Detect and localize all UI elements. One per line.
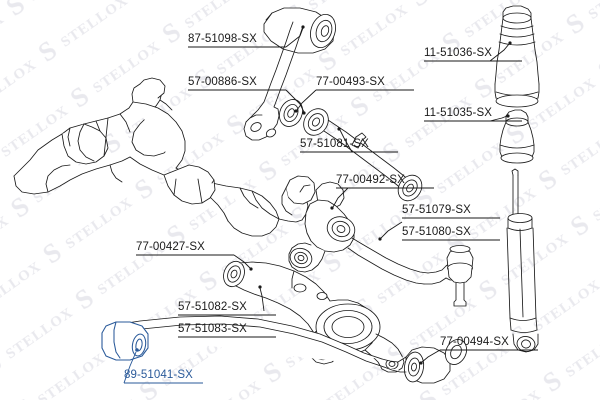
part-77-00493-SX	[278, 99, 304, 127]
part-label-11-51036-SX[interactable]: 11-51036-SX	[424, 47, 493, 59]
part-stabiliser-bar-end	[444, 339, 468, 365]
part-label-11-51035-SX[interactable]: 11-51035-SX	[424, 107, 493, 119]
part-stabiliser-bar	[107, 315, 407, 373]
part-subframe-brackets	[281, 175, 345, 216]
part-label-57-51083-SX[interactable]: 57-51083-SX	[178, 323, 247, 335]
part-label-57-51081-SX[interactable]: 57-51081-SX	[300, 138, 369, 150]
part-77-00427-SX	[223, 260, 245, 288]
part-label-57-51080-SX[interactable]: 57-51080-SX	[402, 226, 471, 238]
part-label-77-00494-SX[interactable]: 77-00494-SX	[440, 336, 509, 348]
part-label-89-51041-SX[interactable]: 89-51041-SX	[124, 369, 193, 381]
part-57-51079-57-51080-SX	[347, 237, 474, 307]
part-label-77-00493-SX[interactable]: 77-00493-SX	[316, 76, 385, 88]
label-leaders	[136, 25, 538, 365]
part-87-51098-SX	[263, 7, 336, 54]
part-11-51036-SX	[494, 5, 540, 108]
part-label-57-51079-SX[interactable]: 57-51079-SX	[402, 204, 471, 216]
part-57-51081-SX	[243, 21, 304, 141]
part-label-77-00427-SX[interactable]: 77-00427-SX	[136, 241, 205, 253]
part-subframe-crossmember	[13, 77, 309, 237]
part-77-00494-SX	[403, 346, 451, 384]
part-77-00492-SX	[288, 199, 356, 273]
part-label-57-51082-SX[interactable]: 57-51082-SX	[178, 301, 247, 313]
part-label-77-00492-SX[interactable]: 77-00492-SX	[336, 174, 405, 186]
label-leader-89-51041-SX	[123, 348, 203, 384]
part-trailing-link	[303, 108, 423, 202]
part-label-57-00886-SX[interactable]: 57-00886-SX	[188, 76, 257, 88]
part-label-87-51098-SX[interactable]: 87-51098-SX	[188, 33, 257, 45]
part-11-51035-SX	[499, 109, 535, 164]
part-shock-absorber	[506, 168, 539, 353]
